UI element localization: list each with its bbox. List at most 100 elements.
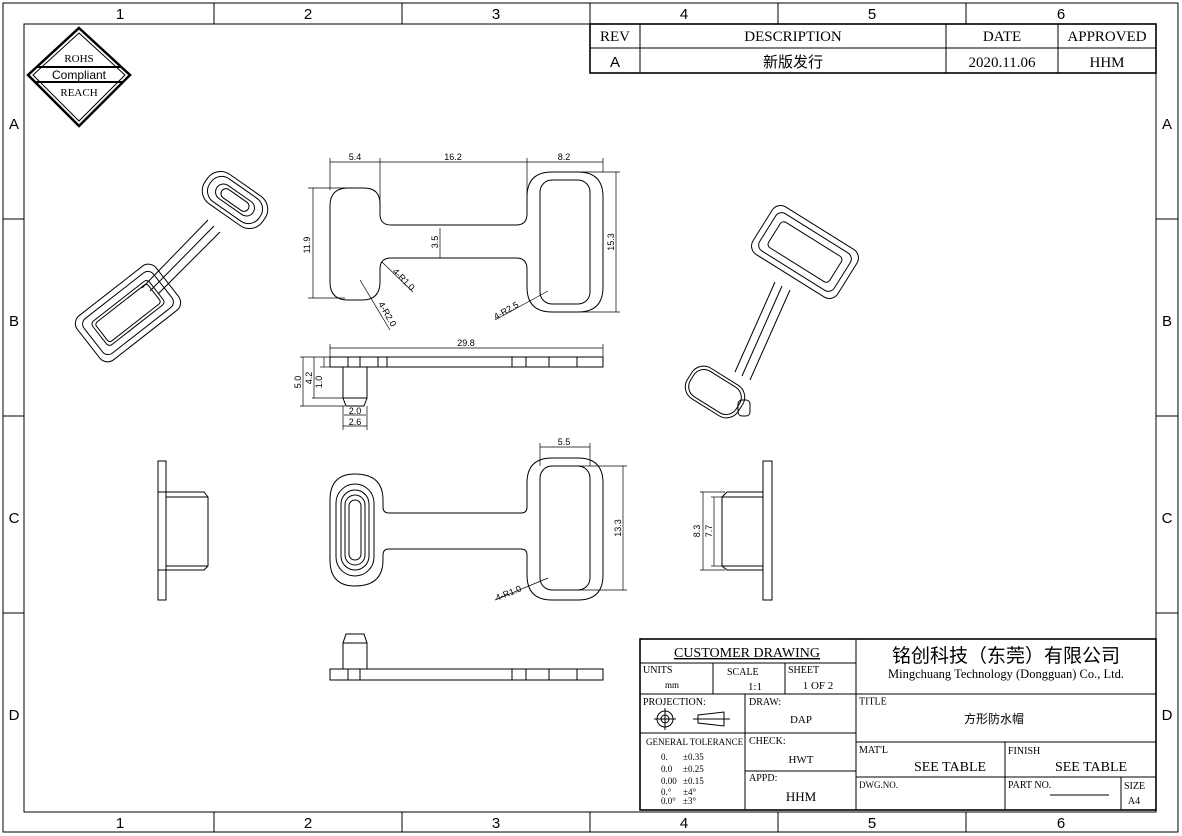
rev-header: REV xyxy=(600,29,630,45)
dwg-no-label: DWG.NO. xyxy=(859,780,898,790)
end-view-left xyxy=(157,460,209,601)
row-label: C xyxy=(1162,510,1173,527)
draw-label: DRAW: xyxy=(749,697,781,708)
dim-peg-base: 2.6 xyxy=(349,417,362,427)
scale-value: 1:1 xyxy=(748,681,762,693)
size-value: A4 xyxy=(1128,796,1140,807)
column-label: 3 xyxy=(492,815,500,832)
company-name-cn: 铭创科技（东莞）有限公司 xyxy=(892,645,1120,667)
dim-r-left: 4-R2.0 xyxy=(376,300,398,328)
column-label: 2 xyxy=(304,6,312,23)
column-label: 1 xyxy=(116,6,124,23)
tolerance-label: GENERAL TOLERANCE xyxy=(646,737,744,747)
description-value: 新版发行 xyxy=(763,54,823,71)
description-header: DESCRIPTION xyxy=(744,29,842,45)
dim-peg-tip: 2.0 xyxy=(349,406,362,416)
title-block: CUSTOMER DRAWING UNITS mm SCALE 1:1 SHEE… xyxy=(639,638,1157,811)
customer-drawing-label: CUSTOMER DRAWING xyxy=(674,646,820,661)
tolerance-format: 0.0 xyxy=(661,764,673,774)
tolerance-value: ±0.15 xyxy=(683,776,704,786)
matl-label: MAT'L xyxy=(859,745,888,756)
dim-r-small: 4-R1.0 xyxy=(391,266,417,292)
approved-value: HHM xyxy=(1089,55,1124,71)
column-label: 3 xyxy=(492,6,500,23)
isometric-view-right xyxy=(684,205,859,419)
column-label: 1 xyxy=(116,815,124,832)
date-value: 2020.11.06 xyxy=(969,55,1036,71)
matl-value: SEE TABLE xyxy=(914,760,986,775)
row-label: B xyxy=(1162,313,1172,330)
projection-symbol-icon xyxy=(654,708,730,730)
rev-value: A xyxy=(610,54,620,71)
column-label: 6 xyxy=(1057,6,1065,23)
company-name-en: Mingchuang Technology (Dongguan) Co., Lt… xyxy=(888,667,1124,681)
dim-total-height: 5.0 xyxy=(293,376,303,389)
revision-table: REV DESCRIPTION DATE APPROVED A 新版发行 202… xyxy=(589,23,1157,74)
projection-label: PROJECTION: xyxy=(643,697,706,708)
draw-value: DAP xyxy=(790,714,812,726)
dim-plate-thickness: 1.0 xyxy=(314,376,324,389)
tolerance-format: 0.° xyxy=(661,787,672,797)
finish-label: FINISH xyxy=(1008,746,1040,757)
row-label: A xyxy=(9,116,19,133)
dim-right-height: 15.3 xyxy=(606,233,616,251)
approved-header: APPROVED xyxy=(1067,29,1146,45)
date-header: DATE xyxy=(983,29,1021,45)
tolerance-value: ±0.35 xyxy=(683,752,704,762)
end-view-right: 8.3 7.7 xyxy=(692,460,773,601)
logo-reach: REACH xyxy=(60,87,97,99)
dim-left-width: 5.4 xyxy=(349,152,362,162)
units-value: mm xyxy=(665,680,679,690)
dim-peg-height: 4.2 xyxy=(304,372,314,385)
top-view: 5.4 16.2 8.2 11.9 3.5 15.3 4-R1.0 4-R2.0… xyxy=(302,152,620,331)
row-label: A xyxy=(1162,116,1172,133)
scale-label: SCALE xyxy=(727,667,759,678)
column-label: 6 xyxy=(1057,815,1065,832)
row-label: C xyxy=(9,510,20,527)
part-no-label: PART NO. xyxy=(1008,780,1051,791)
dim-neck-length: 16.2 xyxy=(444,152,462,162)
column-label: 4 xyxy=(680,6,688,23)
logo-compliant: Compliant xyxy=(52,68,107,82)
dim-outer: 8.3 xyxy=(692,525,702,538)
check-value: HWT xyxy=(788,754,813,766)
tolerance-value: ±3° xyxy=(683,796,696,806)
sheet-label: SHEET xyxy=(788,665,819,676)
sheet-value: 1 OF 2 xyxy=(803,680,834,692)
check-label: CHECK: xyxy=(749,736,786,747)
dim-neck-height: 3.5 xyxy=(430,236,440,249)
row-label: B xyxy=(9,313,19,330)
column-label: 5 xyxy=(868,6,876,23)
tolerance-value: ±0.25 xyxy=(683,764,704,774)
appd-value: HHM xyxy=(786,789,817,804)
tolerance-value: ±4° xyxy=(683,787,696,797)
bottom-view: 5.5 13.3 4-R1.0 xyxy=(329,437,627,603)
isometric-view-left xyxy=(74,170,269,363)
units-label: UNITS xyxy=(643,665,672,676)
appd-label: APPD: xyxy=(749,773,777,784)
front-view xyxy=(329,633,604,681)
dim-r-right: 4-R2.5 xyxy=(492,300,520,322)
title-label: TITLE xyxy=(859,696,887,707)
row-label: D xyxy=(9,707,20,724)
dim-inner: 7.7 xyxy=(704,525,714,538)
tolerance-format: 0. xyxy=(661,752,668,762)
side-view: 29.8 5.0 4.2 1.0 2.0 2.6 xyxy=(293,338,604,430)
dim-right-width: 8.2 xyxy=(558,152,571,162)
title-value: 方形防水帽 xyxy=(964,711,1024,726)
row-label: D xyxy=(1162,707,1173,724)
column-label: 2 xyxy=(304,815,312,832)
size-label: SIZE xyxy=(1124,781,1145,792)
dim-radius: 4-R1.0 xyxy=(494,583,523,602)
tolerance-list: 0.±0.35 0.0±0.25 0.00±0.15 0.°±4° 0.0°±3… xyxy=(661,752,704,806)
dim-left-height: 11.9 xyxy=(302,237,312,254)
column-label: 4 xyxy=(680,815,688,832)
tolerance-format: 0.0° xyxy=(661,796,676,806)
rohs-reach-logo: ROHS Compliant REACH xyxy=(26,26,132,128)
column-label: 5 xyxy=(868,815,876,832)
dim-length: 29.8 xyxy=(457,338,475,348)
dim-frame-height: 13.3 xyxy=(613,519,623,537)
finish-value: SEE TABLE xyxy=(1055,760,1127,775)
